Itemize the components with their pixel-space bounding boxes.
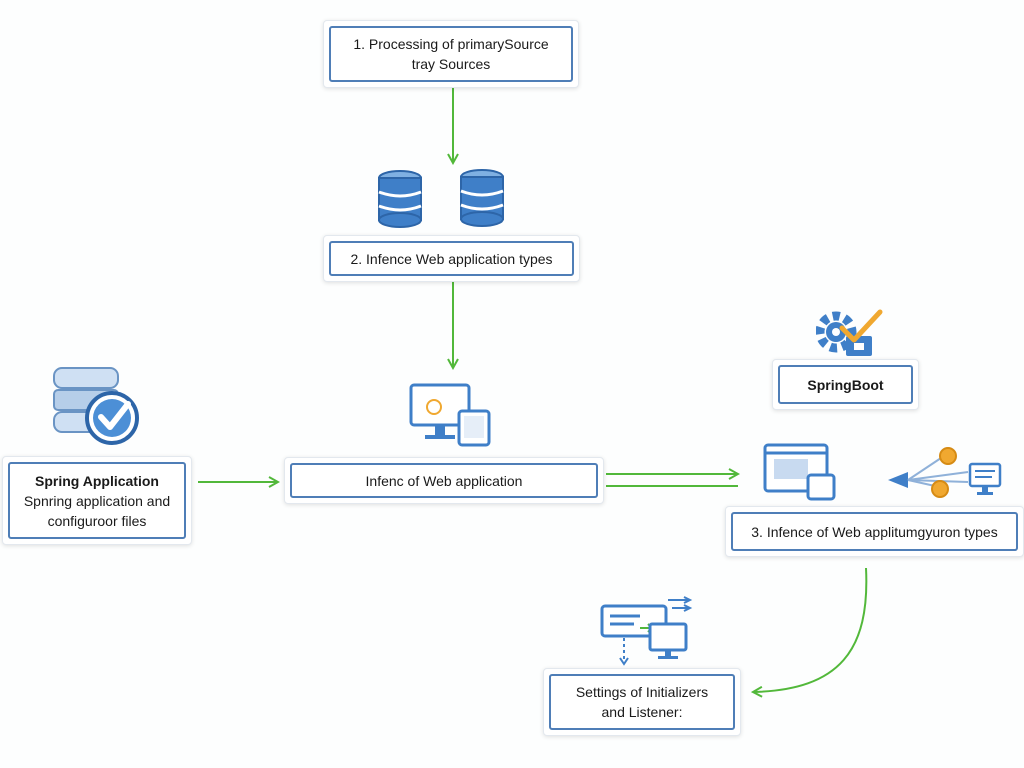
springboot-label: SpringBoot <box>807 376 884 393</box>
spring-application-title: Spring Application <box>35 472 159 489</box>
arrow-step3-to-settings <box>753 567 868 692</box>
spring-application-box: Spring Application Spnring application a… <box>2 456 192 545</box>
network-monitor-icon <box>888 447 1002 498</box>
infer-web-label: Infenc of Web application <box>365 472 523 489</box>
database-icon <box>460 169 504 227</box>
spring-application-line1: Spnring application and <box>23 492 171 509</box>
server-check-icon <box>53 367 139 445</box>
settings-line2: and Listener: <box>601 704 683 720</box>
step1-box: 1. Processing of primarySource tray Sour… <box>323 20 579 88</box>
step3-box: 3. Infence of Web applitumgyuron types <box>725 506 1024 557</box>
monitor-transfer-icon <box>600 596 693 666</box>
step2-box: 2. Infence Web application types <box>323 235 580 282</box>
monitor-tablet-icon <box>409 383 491 447</box>
step1-line2: tray Sources <box>411 56 491 72</box>
browser-windows-icon <box>763 443 836 501</box>
gear-check-icon <box>816 309 883 356</box>
settings-line1: Settings of Initializers <box>575 684 709 700</box>
database-icon <box>378 170 422 228</box>
spring-application-line2: configuroor files <box>47 512 147 529</box>
infer-web-box: Infenc of Web application <box>284 457 604 504</box>
step1-line1: 1. Processing of primarySource <box>353 36 549 52</box>
springboot-box: SpringBoot <box>772 359 919 410</box>
step2-label: 2. Infence Web application types <box>350 250 553 267</box>
step3-label: 3. Infence of Web applitumgyuron types <box>751 523 998 540</box>
settings-box: Settings of Initializers and Listener: <box>543 668 741 736</box>
